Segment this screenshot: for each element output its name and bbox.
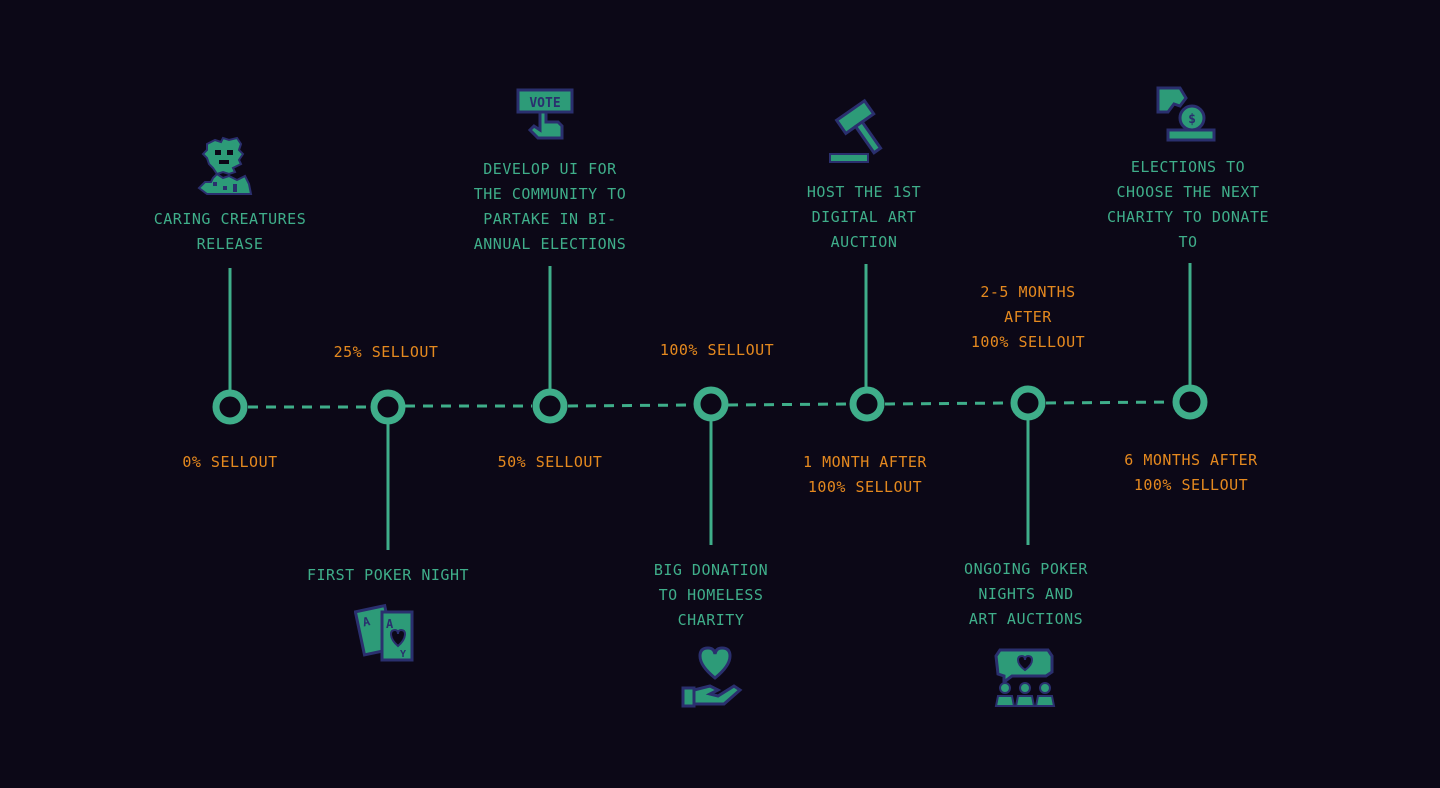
milestone-title: BIG DONATION TO HOMELESS CHARITY: [653, 561, 769, 629]
vote-icon: VOTE: [516, 88, 574, 140]
milestone-sellout: 50% SELLOUT: [497, 453, 603, 471]
milestone-sellout: 2-5 MONTHS AFTER 100% SELLOUT: [970, 283, 1086, 351]
timeline-node: [370, 389, 406, 425]
timeline-node: [532, 388, 568, 424]
milestone-title: ONGOING POKER NIGHTS AND ART AUCTIONS: [964, 560, 1088, 628]
timeline-connector: [567, 403, 693, 408]
svg-text:A: A: [386, 617, 394, 631]
timeline-connector: [1045, 400, 1173, 405]
milestone-title: FIRST POKER NIGHT: [306, 566, 470, 584]
milestone-sellout: 25% SELLOUT: [333, 343, 439, 361]
svg-text:Y: Y: [400, 649, 406, 660]
timeline-node: [693, 386, 729, 422]
milestone-sellout: 6 MONTHS AFTER 100% SELLOUT: [1124, 451, 1258, 494]
timeline-node: [849, 386, 885, 422]
community-icon: [994, 648, 1056, 707]
timeline-node: [1010, 385, 1046, 421]
milestone-sellout: 1 MONTH AFTER 100% SELLOUT: [803, 453, 927, 496]
creature-icon: [197, 136, 253, 195]
timeline-connector: [884, 401, 1011, 406]
timeline-node: [1172, 384, 1208, 420]
gavel-icon: [829, 98, 883, 163]
heart-hand-icon: [681, 646, 743, 708]
timeline-connector: [727, 402, 851, 407]
timeline-node: [212, 389, 248, 425]
milestone-title: DEVELOP UI FOR THE COMMUNITY TO PARTAKE …: [473, 160, 627, 253]
svg-text:A: A: [361, 614, 372, 629]
svg-text:$: $: [1188, 112, 1196, 127]
playing-cards-icon: A A Y: [354, 603, 414, 662]
donate-coin-icon: $: [1156, 86, 1216, 142]
milestone-sellout: 0% SELLOUT: [182, 453, 278, 471]
milestone-title: CARING CREATURES RELEASE: [153, 210, 307, 253]
milestone-sellout: 100% SELLOUT: [659, 341, 775, 359]
milestone-title: ELECTIONS TO CHOOSE THE NEXT CHARITY TO …: [1106, 158, 1270, 251]
vote-label: VOTE: [529, 96, 560, 111]
milestone-title: HOST THE 1ST DIGITAL ART AUCTION: [806, 183, 922, 251]
